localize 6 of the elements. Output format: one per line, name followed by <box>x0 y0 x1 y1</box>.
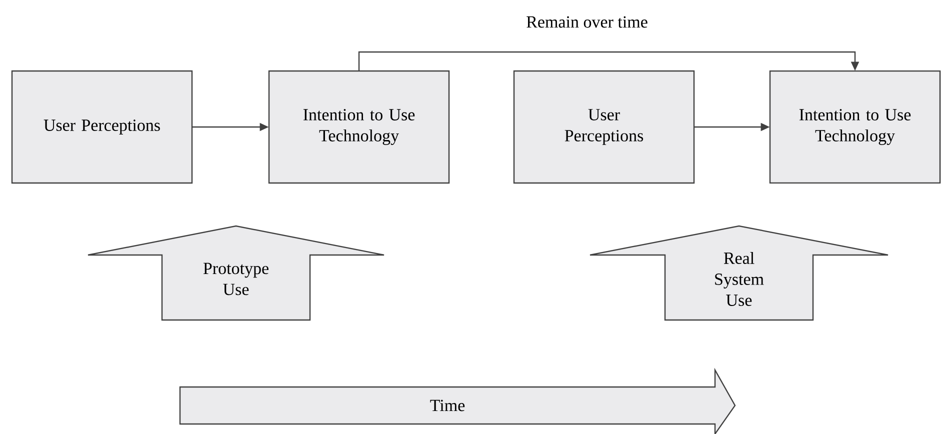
process-box: User Perceptions <box>513 70 695 184</box>
process-box: Intention to Use Technology <box>769 70 941 184</box>
process-box: Intention to Use Technology <box>268 70 450 184</box>
arrow <box>358 51 860 71</box>
process-box: User Perceptions <box>11 70 193 184</box>
edge-label: Remain over time <box>525 15 649 29</box>
